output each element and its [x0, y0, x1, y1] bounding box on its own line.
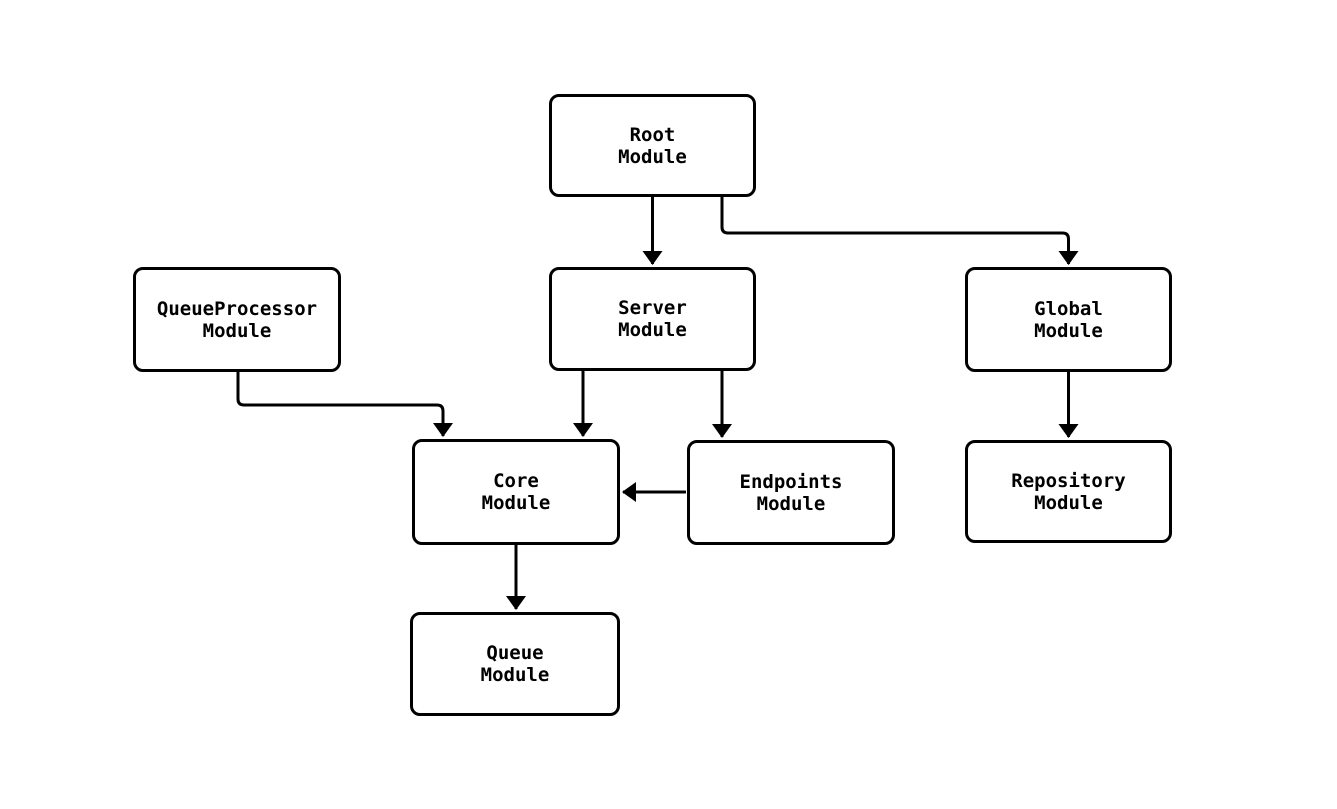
node-label: QueueProcessor — [156, 297, 318, 320]
node-label: Module — [481, 492, 551, 514]
node-label: Module — [202, 319, 272, 342]
node-global-module: Global Module — [965, 267, 1172, 372]
node-queueprocessor-module: QueueProcessor Module — [133, 267, 341, 372]
node-label: Endpoints — [739, 470, 843, 493]
node-label: Module — [1034, 319, 1103, 342]
node-label: Module — [618, 145, 687, 168]
node-endpoints-module: Endpoints Module — [687, 440, 895, 545]
node-label: Root — [629, 123, 676, 146]
node-queue-module: Queue Module — [410, 612, 620, 716]
node-server-module: Server Module — [549, 267, 756, 371]
node-label: Module — [480, 664, 550, 686]
node-repository-module: Repository Module — [965, 440, 1172, 543]
node-label: Repository — [1011, 469, 1126, 492]
node-label: Module — [618, 319, 687, 341]
node-root-module: Root Module — [549, 94, 756, 197]
node-label: Core — [493, 470, 539, 492]
node-core-module: Core Module — [412, 439, 620, 545]
node-label: Global — [1034, 297, 1103, 320]
node-label: Queue — [486, 642, 544, 664]
edge-root-global — [720, 197, 1079, 265]
edge-queueprocessor-core — [236, 371, 453, 437]
node-label: Module — [756, 492, 826, 515]
node-label: Module — [1034, 491, 1103, 514]
node-label: Server — [618, 297, 687, 319]
